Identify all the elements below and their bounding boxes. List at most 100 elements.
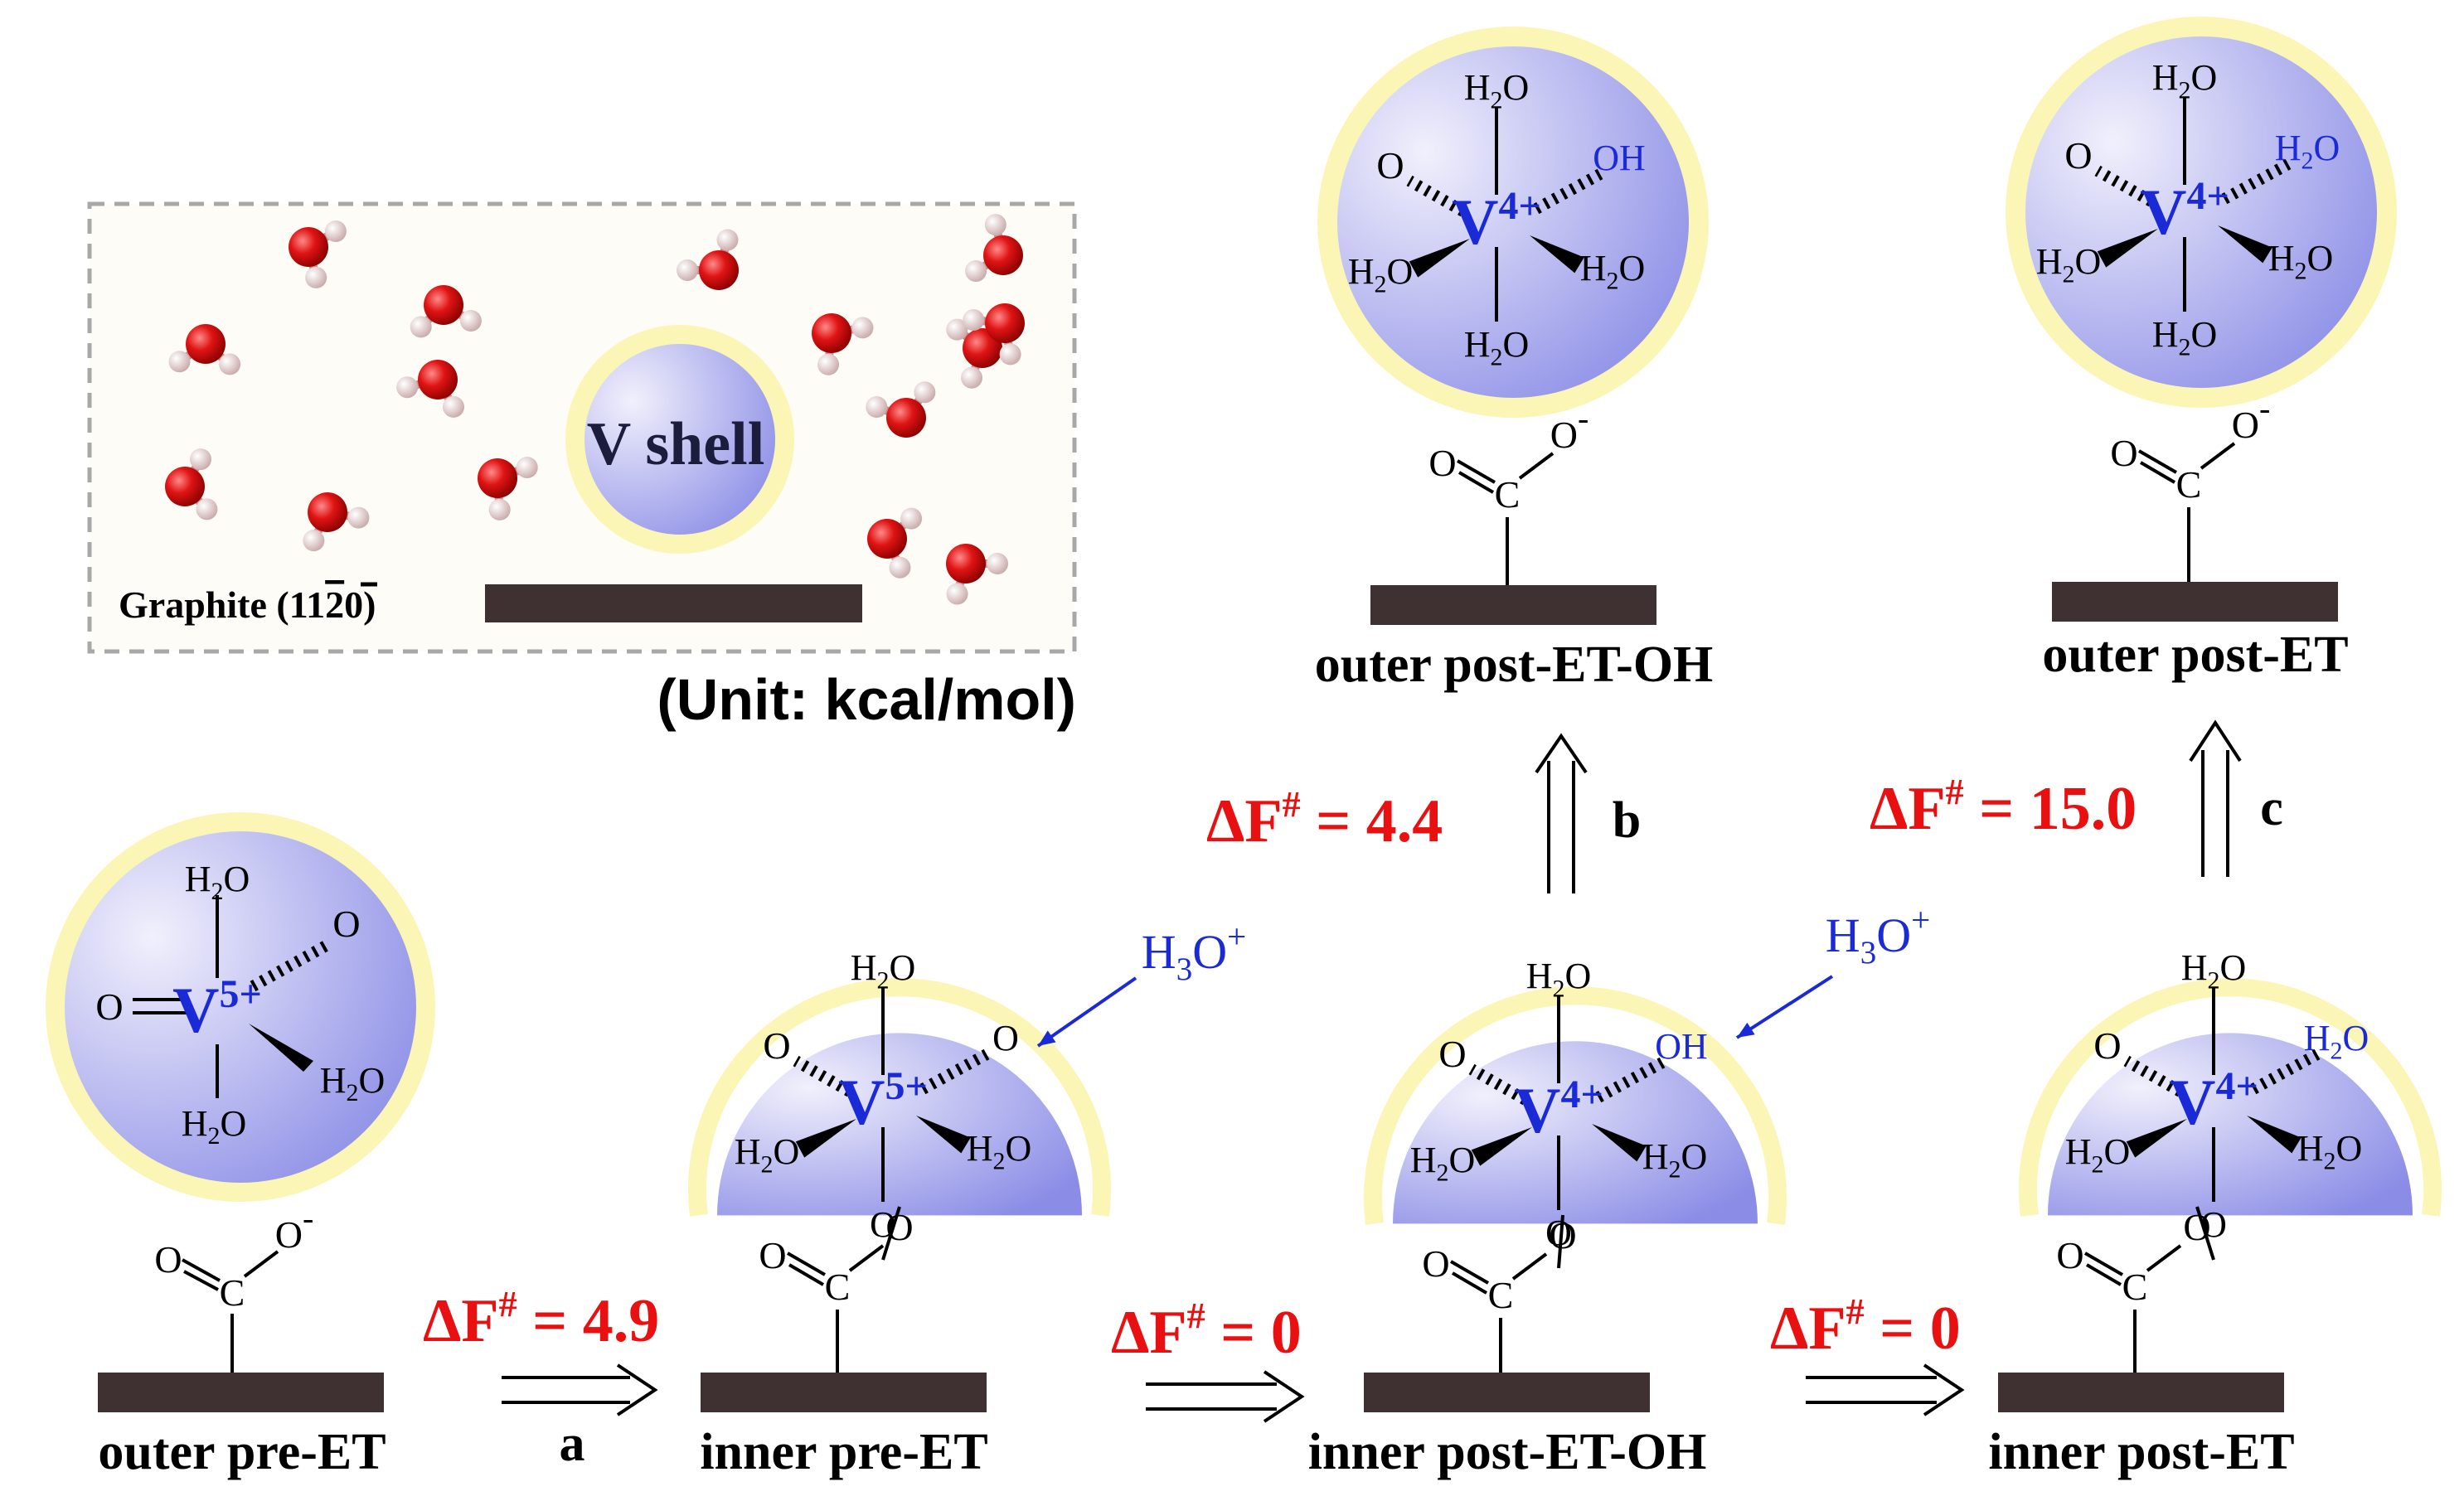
carbonyl-bond-b <box>1451 1271 1488 1295</box>
ligand-lower-right-part: O <box>2307 238 2334 278</box>
shell-dome <box>717 1033 1082 1216</box>
wedge-bond-left <box>795 1119 856 1158</box>
graphite-label-bar-digit: 2 <box>325 583 344 626</box>
water-molecule <box>963 303 1025 366</box>
barrier-a: ΔF# = 4.9 <box>423 1284 659 1355</box>
ligand-upper-right: OH <box>1655 1026 1708 1067</box>
water-molecule <box>946 318 1002 389</box>
hashed-bond-right <box>1533 168 1603 215</box>
v-shell-label: V shell <box>587 410 765 478</box>
ligand-upper-left-part: O <box>2093 1024 2121 1067</box>
ligand-top-part: O <box>1565 956 1592 996</box>
wedge-bond-left <box>1409 239 1470 278</box>
attacker-label-part: + <box>1911 901 1930 939</box>
hydrogen-atom <box>196 498 218 521</box>
oxygen-atom <box>946 544 986 583</box>
metal-symbol: V <box>1452 186 1498 258</box>
ligand-lower-right: H2O <box>967 1128 1032 1175</box>
ligand-lower-left-part: O <box>774 1131 800 1172</box>
water-molecule <box>867 507 923 579</box>
barrier-b-base: ΔF <box>1206 787 1283 855</box>
metal-center: V4+ <box>2169 1064 2258 1138</box>
carbonyl-bond-b <box>788 1263 825 1286</box>
carboxylate-metal-bond <box>881 1206 901 1261</box>
ligand-bottom-part: O <box>1545 1213 1572 1253</box>
barrier-bc-base: ΔF <box>1770 1295 1846 1363</box>
carboxylate-group: OCO <box>759 1206 914 1374</box>
hydrogen-atom <box>516 457 538 479</box>
oxygen-atom <box>289 227 328 267</box>
ligand-top-sub: 2 <box>211 878 224 905</box>
hydrogen-atom <box>961 366 983 389</box>
ligand-upper-left: O <box>1376 144 1404 186</box>
carbonyl-bond-a <box>1456 459 1496 484</box>
ligand-lower-left-part: 2 <box>2092 1151 2104 1179</box>
ligand-lower-left-part: H <box>1348 251 1375 292</box>
oxygen-atom <box>424 285 463 325</box>
ligand-top-part: 2 <box>1553 976 1565 1003</box>
ligand-top: H2O <box>2152 57 2218 104</box>
ligand-lower-right: H2O <box>2268 238 2334 285</box>
ligand-upper-left-part: O <box>763 1024 790 1067</box>
carboxylate-top-o: O- <box>275 1199 314 1256</box>
carboxylate-top-o-symbol: O <box>275 1213 303 1256</box>
ligand-lower-right-part: O <box>1619 248 1646 288</box>
hashed-bond-left <box>1468 1063 1529 1106</box>
metal-oxidation: 4+ <box>2215 1064 2258 1108</box>
ligand-bottom: O <box>2200 1204 2227 1245</box>
ligand-upper-left-part: O <box>2064 134 2092 177</box>
hashed-bond-left <box>2123 1055 2184 1097</box>
metal-symbol: V <box>2169 1066 2215 1138</box>
carboxylate-carbon: C <box>2122 1266 2148 1308</box>
metal-center: V5+ <box>838 1064 928 1138</box>
ligand-lower-left-part: O <box>1449 1140 1476 1180</box>
hydrogen-atom <box>219 353 241 375</box>
carboxylate-left-o: O <box>154 1238 182 1281</box>
carboxylate-top-o-symbol: O <box>1550 414 1578 456</box>
hydrogen-atom <box>305 266 327 288</box>
ligand-upper-right-part: OH <box>1655 1026 1708 1067</box>
ligand-lower-right-part: O <box>2336 1128 2363 1169</box>
hashed-bond-left <box>793 1055 853 1097</box>
ligand-bottom: H2O <box>1464 324 1530 371</box>
metal-symbol: V <box>838 1066 885 1138</box>
barrier-ab: ΔF# = 0 <box>1111 1295 1302 1367</box>
ligand-bottom: H2O <box>2152 314 2218 361</box>
carboxylate-group: O C O- <box>154 1199 313 1374</box>
wedge-bond-right <box>1592 1124 1647 1162</box>
inset-panel: V shell Graphite (1120) <box>87 201 1077 654</box>
ligand-lower-right-part: H <box>1580 248 1607 288</box>
ligand-lower-left-part: H <box>2065 1131 2092 1172</box>
graphite-bar <box>2052 582 2338 622</box>
ligand-upper-right: OH <box>1593 138 1646 178</box>
carboxylate-top-o: O- <box>2232 390 2271 446</box>
arrow-a <box>502 1363 658 1416</box>
carboxylate-top-o-symbol: O <box>2232 404 2259 446</box>
hydrogen-atom <box>817 353 840 375</box>
ligand-top-part: O <box>1503 67 1530 108</box>
hydrogen-atom <box>677 259 698 281</box>
oxygen-atom <box>186 324 226 364</box>
water-molecule <box>410 285 482 338</box>
transition-c: ΔF# = 15.0 c <box>1870 719 2283 877</box>
letter-b: b <box>1613 792 1641 849</box>
ligand-top-part: 2 <box>1491 87 1503 114</box>
attacker-arrowhead <box>1737 1022 1755 1038</box>
ligand-top: H2O <box>1464 67 1530 114</box>
wedge-bond-left <box>2126 1119 2187 1158</box>
oxygen-atom <box>165 467 205 506</box>
barrier-a-sup: # <box>499 1284 517 1324</box>
carbonyl-bond-a <box>1449 1260 1490 1285</box>
water-molecule <box>965 214 1023 282</box>
oxygen-atom <box>867 519 907 559</box>
barrier-c-sup: # <box>1946 772 1964 812</box>
carbonyl-bond-b <box>183 1270 219 1291</box>
carbonyl-bond-a <box>2137 449 2178 474</box>
carboxylate-carbon: C <box>220 1271 245 1314</box>
ligand-lower-left-part: O <box>1387 251 1414 292</box>
carboxylate-group: OCO- <box>1428 399 1589 587</box>
barrier-a-value: = 4.9 <box>517 1287 660 1355</box>
carbonyl-bond-a <box>786 1252 827 1276</box>
